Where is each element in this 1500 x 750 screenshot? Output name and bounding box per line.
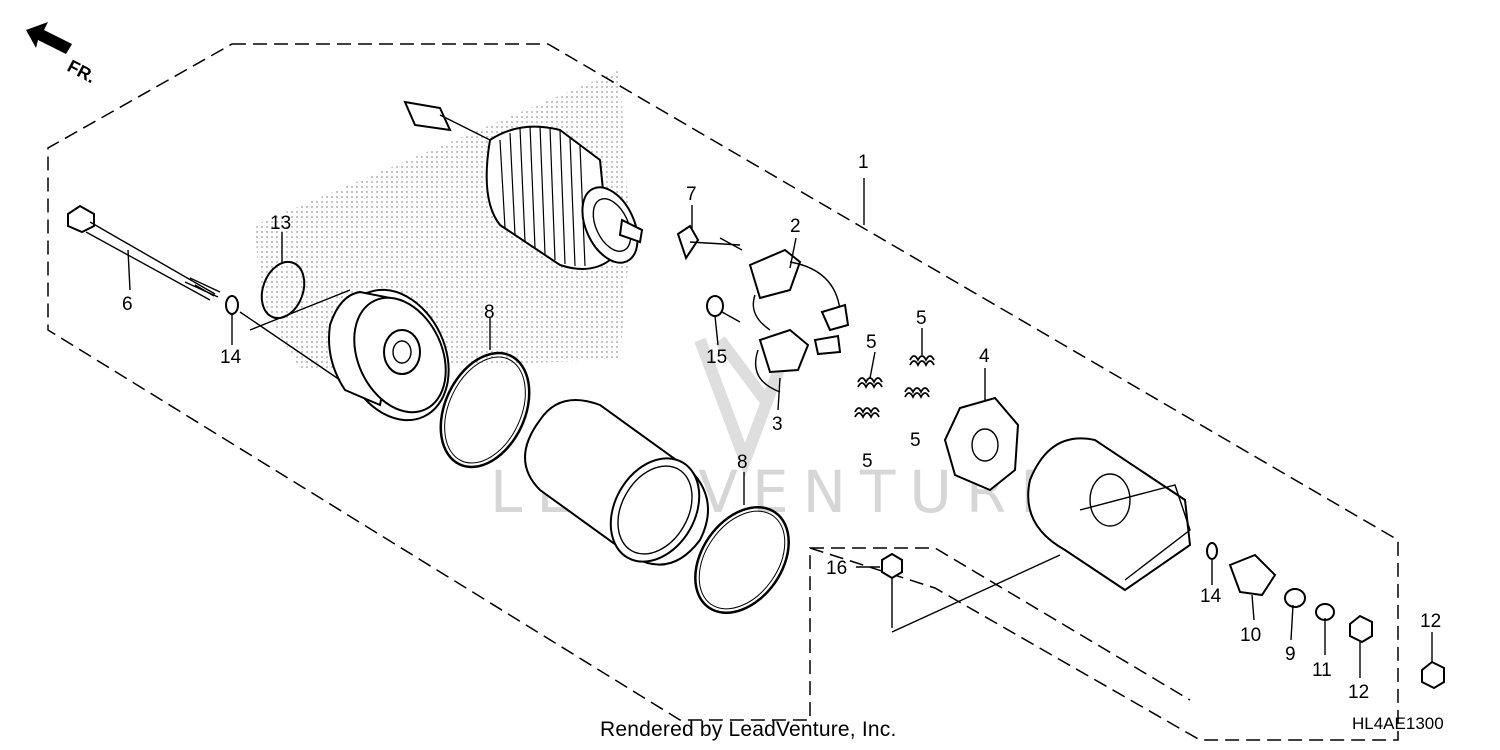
brush-bolt (676, 224, 743, 261)
leader-lines (127, 178, 1433, 678)
nut-12-assembled (1349, 614, 1373, 644)
armature (403, 100, 644, 270)
callout-16: 16 (826, 558, 847, 579)
callout-13: 13 (270, 213, 291, 234)
screw-15 (706, 295, 741, 323)
assembly-inner-outline (810, 547, 1191, 701)
diagram-code: HL4AE1300 (1352, 714, 1444, 733)
callout-5b: 5 (916, 308, 927, 329)
callout-4: 4 (979, 346, 990, 367)
callout-14a: 14 (220, 347, 242, 368)
callout-1: 1 (858, 152, 869, 173)
brush-holder-3 (754, 328, 842, 393)
yoke-housing (524, 399, 709, 566)
mounting-bolt-16 (881, 552, 1061, 633)
callout-9: 9 (1285, 644, 1296, 665)
through-bolt (67, 204, 221, 301)
washer-9 (1284, 588, 1306, 608)
callout-labels: 1 2 3 4 5 5 5 5 6 7 8 8 9 10 11 12 12 13… (122, 152, 1441, 703)
nut-12-loose (1421, 660, 1445, 690)
washer-14-right (1206, 542, 1218, 560)
callout-5d: 5 (862, 451, 873, 472)
brush-holder-plate (943, 396, 1020, 492)
callout-12a: 12 (1348, 682, 1369, 703)
callout-10: 10 (1240, 625, 1261, 646)
callout-5a: 5 (866, 332, 877, 353)
callout-14b: 14 (1200, 586, 1222, 607)
o-ring-13 (260, 260, 306, 320)
callout-2: 2 (790, 216, 801, 237)
washer-11 (1315, 603, 1335, 621)
callout-6: 6 (122, 294, 133, 315)
callout-12b: 12 (1420, 611, 1441, 632)
callout-3: 3 (772, 414, 783, 435)
footer-credit: Rendered by LeadVenture, Inc. (600, 718, 897, 741)
insulator-10 (1228, 553, 1277, 597)
front-direction-label: FR. (64, 56, 99, 87)
assembly-outline (47, 43, 1399, 741)
brush-spring (854, 355, 935, 420)
callout-15: 15 (706, 347, 727, 368)
front-direction-arrow-icon: FR. (26, 22, 99, 87)
brush-holder-2 (748, 248, 850, 332)
o-ring-8-left-inner (444, 356, 526, 464)
callout-11: 11 (1312, 660, 1332, 681)
front-cover (239, 288, 450, 422)
rear-cover (1027, 437, 1192, 592)
callout-5c: 5 (910, 430, 921, 451)
o-ring-8-left (439, 351, 531, 469)
callout-7: 7 (686, 184, 697, 205)
watermark-logo (694, 336, 796, 478)
callout-8a: 8 (484, 302, 495, 323)
o-ring-8-right-inner (698, 510, 786, 610)
o-ring-8-right (694, 505, 790, 615)
callout-8b: 8 (737, 452, 748, 473)
washer-14-left (225, 295, 239, 315)
